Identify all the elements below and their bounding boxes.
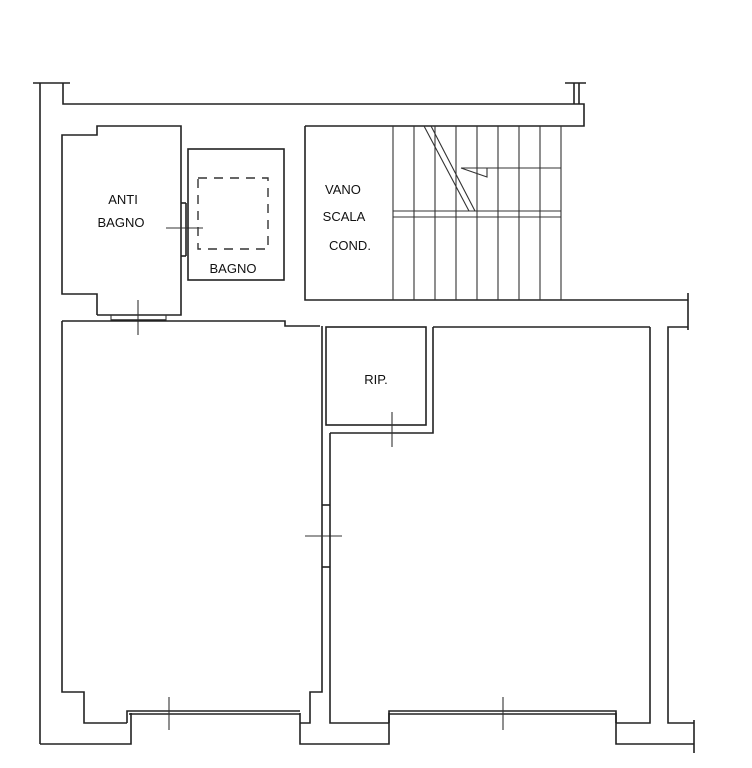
stair-treads [392, 125, 562, 300]
stair-direction-arrow-icon [460, 167, 561, 178]
stairwell: VANO SCALA COND. [304, 125, 689, 330]
left-room [61, 320, 342, 724]
room-label-anti: ANTI [108, 192, 138, 207]
bagno-room: BAGNO [187, 148, 285, 281]
room-label-bagno: BAGNO [210, 261, 257, 276]
room-label-rip: RIP. [364, 372, 388, 387]
room-label-cond: COND. [329, 238, 371, 253]
room-label-scala: SCALA [323, 209, 366, 224]
room-label-anti-bagno: BAGNO [98, 215, 145, 230]
right-room [329, 326, 694, 724]
anti-bagno-room: ANTI BAGNO [61, 125, 203, 335]
exterior-walls [33, 82, 695, 753]
windows [126, 697, 617, 730]
room-label-vano: VANO [325, 182, 361, 197]
ripostiglio-room: RIP. [325, 326, 434, 447]
